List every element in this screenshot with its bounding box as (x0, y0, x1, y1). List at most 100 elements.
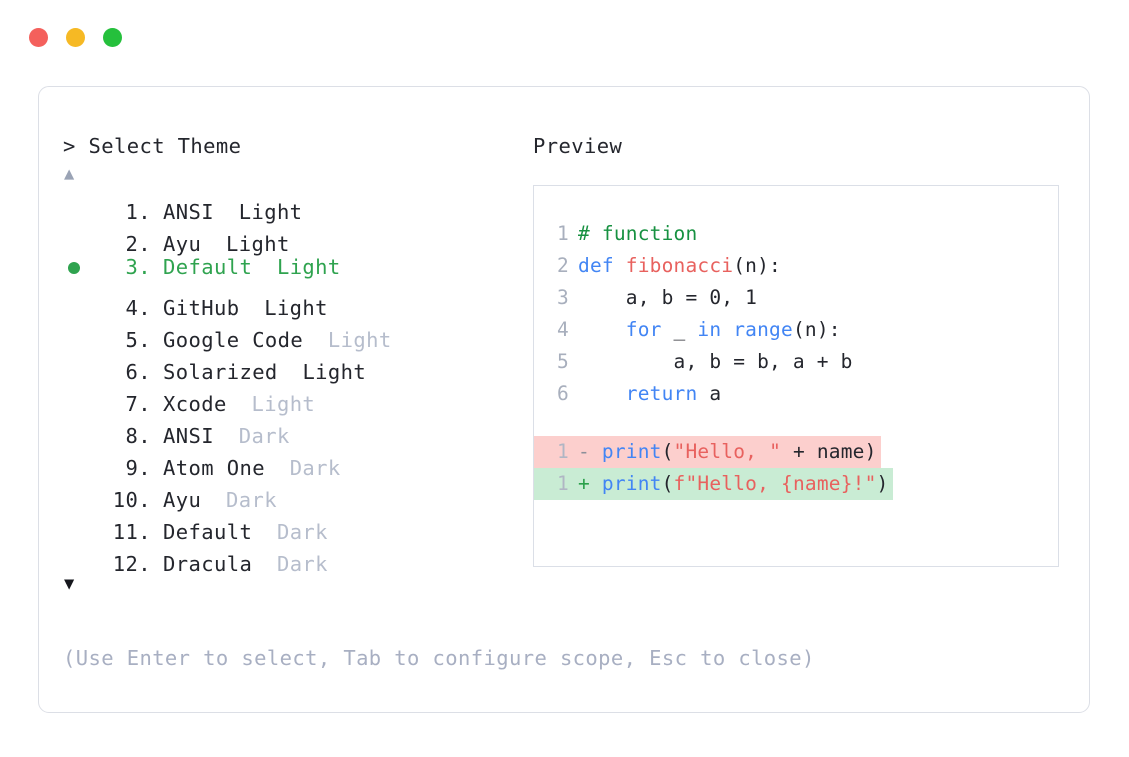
line-number: 3 (557, 286, 569, 309)
selection-bullet-slot (63, 252, 95, 284)
theme-item-variant: Dark (225, 488, 277, 512)
theme-item-gap (239, 292, 264, 324)
theme-item-index: 1. (125, 200, 151, 224)
theme-item-name: Default (163, 255, 253, 279)
theme-item-gap (303, 324, 328, 356)
theme-list-item[interactable]: 8. ANSI Dark (63, 411, 533, 448)
theme-item-name: ANSI (163, 424, 214, 448)
theme-item-variant: Light (251, 392, 316, 416)
theme-item-gap (227, 388, 252, 420)
diff-line-number: 1 (534, 436, 578, 468)
code-token: ( (661, 472, 674, 495)
window-titlebar (0, 0, 1129, 74)
theme-item-variant: Dark (238, 424, 290, 448)
code-line: 3 a, b = 0, 1 (534, 282, 1058, 314)
theme-item-index: 7. (125, 392, 151, 416)
code-line: 5 a, b = b, a + b (534, 346, 1058, 378)
theme-item-variant: Dark (276, 520, 328, 544)
line-number: 2 (557, 254, 569, 277)
line-number: 1 (557, 222, 569, 245)
code-line-text: for _ in range(n): (578, 314, 841, 346)
code-token: f"Hello, (673, 472, 782, 495)
theme-item-variant: Light (276, 255, 341, 279)
maximize-icon[interactable] (103, 27, 122, 47)
diff-line-text: - print("Hello, " + name) (578, 436, 881, 468)
theme-item-index: 12. (112, 552, 151, 576)
page-title: > Select Theme (63, 134, 242, 158)
theme-list-item[interactable]: 1.ANSI Light (63, 187, 533, 224)
line-number: 4 (557, 318, 569, 341)
code-token: print (601, 472, 662, 495)
theme-item-name: Google Code (163, 328, 304, 352)
close-icon[interactable] (29, 27, 48, 47)
theme-item-index: 3. (125, 255, 151, 279)
theme-list-item[interactable]: 7. Xcode Light (63, 379, 533, 416)
theme-list-item[interactable]: 5.Google Code Light (63, 315, 533, 352)
theme-item-index: 8. (125, 424, 151, 448)
theme-item-name: Solarized (163, 360, 278, 384)
code-line: 4 for _ in range(n): (534, 314, 1058, 346)
theme-item-gap (214, 196, 239, 228)
theme-item-name: ANSI (163, 200, 214, 224)
minimize-icon[interactable] (66, 27, 85, 47)
selection-bullet-slot (63, 411, 95, 443)
theme-item-name: Default (163, 520, 253, 544)
code-token: print (601, 440, 662, 463)
selection-bullet-slot (63, 347, 95, 379)
keyboard-hint: (Use Enter to select, Tab to configure s… (63, 646, 815, 670)
selection-bullet-slot (63, 507, 95, 539)
theme-list-item[interactable]: 9.Atom One Dark (63, 443, 533, 480)
selection-bullet-slot (63, 379, 95, 411)
selected-bullet-icon (68, 262, 80, 274)
selection-bullet-slot (63, 443, 95, 475)
diff-marker: - (578, 440, 602, 463)
theme-list-item[interactable]: 11. Default Dark (63, 507, 533, 544)
code-token: _ (661, 318, 698, 341)
theme-item-name: Ayu (163, 488, 202, 512)
diff-line-number: 1 (534, 468, 578, 500)
theme-item-index: 10. (112, 488, 151, 512)
scroll-up-icon[interactable]: ▲ (64, 164, 75, 184)
theme-list-item[interactable]: 4.GitHub Light (63, 283, 533, 320)
theme-item-name: Xcode (163, 392, 227, 416)
code-token: return (625, 382, 698, 405)
theme-list-item[interactable]: 10. Ayu Dark (63, 475, 533, 512)
code-line-text: # function (578, 218, 697, 250)
theme-item-index: 6. (125, 360, 151, 384)
code-line-text: a, b = 0, 1 (578, 282, 757, 314)
line-number: 5 (557, 350, 569, 373)
code-token: def (578, 254, 626, 277)
theme-list-item[interactable]: 3. Default Light (63, 251, 533, 283)
code-token: (n): (792, 318, 841, 341)
selection-bullet-slot (63, 315, 95, 347)
code-token: # function (578, 222, 698, 245)
code-token: ) (876, 472, 889, 495)
code-spacer (534, 410, 1058, 436)
code-token: for (625, 318, 662, 341)
theme-item-variant: Light (327, 328, 392, 352)
theme-item-gap (214, 420, 239, 452)
theme-list-item[interactable]: 12.Dracula Dark (63, 539, 533, 576)
selection-bullet-slot (63, 187, 95, 219)
code-token: a, b = 0, 1 (578, 286, 758, 309)
scroll-down-icon[interactable]: ▼ (64, 574, 75, 594)
code-token: ( (661, 440, 674, 463)
diff-line-text: + print(f"Hello, {name}!") (578, 468, 893, 500)
theme-list-item[interactable]: 6.Solarized Light (63, 347, 533, 384)
code-token: !" (852, 472, 877, 495)
diff-marker: + (578, 472, 602, 495)
diff-line-add: 1+ print(f"Hello, {name}!") (534, 468, 1058, 500)
code-token: (n): (733, 254, 781, 277)
diff-block: 1- print("Hello, " + name)1+ print(f"Hel… (534, 436, 1058, 500)
code-token (578, 318, 626, 341)
code-token: a (697, 382, 722, 405)
code-line: 6 return a (534, 378, 1058, 410)
selection-bullet-slot (63, 219, 95, 251)
theme-item-name: Ayu (163, 232, 202, 256)
theme-list-item[interactable]: 2.Ayu Light (63, 219, 533, 256)
theme-item-gap (252, 548, 277, 580)
theme-item-index: 11. (112, 520, 151, 544)
theme-item-index: 4. (125, 296, 151, 320)
